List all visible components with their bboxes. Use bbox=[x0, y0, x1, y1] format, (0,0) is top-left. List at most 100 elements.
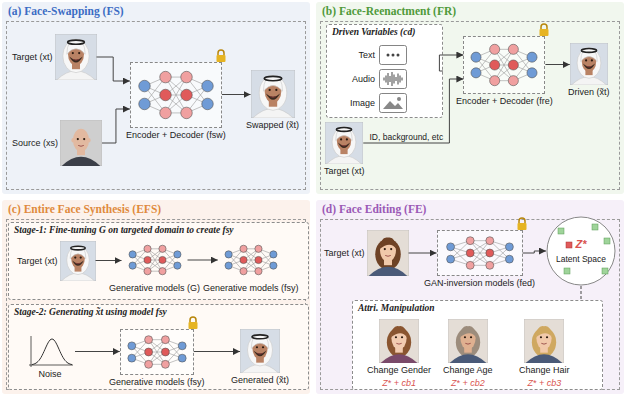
mouth bbox=[542, 343, 547, 345]
agal-band bbox=[67, 40, 84, 44]
eye bbox=[74, 257, 76, 259]
arrow-connector bbox=[75, 351, 120, 352]
net-unit bbox=[225, 262, 232, 269]
photo-ground bbox=[60, 241, 96, 281]
net-unit bbox=[485, 237, 493, 245]
net-unit bbox=[509, 44, 519, 54]
image-label: Target (xt) bbox=[17, 256, 58, 267]
latent-point bbox=[602, 268, 608, 274]
arrow-connector bbox=[409, 253, 437, 254]
lock-shackle bbox=[190, 317, 196, 322]
latent-point bbox=[558, 228, 564, 234]
net-unit bbox=[446, 243, 454, 251]
model-frame bbox=[463, 36, 545, 94]
face-image-node: Source (xs) bbox=[12, 120, 102, 166]
net-unit bbox=[490, 76, 500, 86]
headdress-top bbox=[66, 39, 84, 54]
lock-icon bbox=[215, 49, 227, 62]
mouth bbox=[270, 96, 276, 98]
model-box: Encoder + Decoder (fsw) bbox=[126, 62, 226, 141]
group-heading: Attri. Manipulation bbox=[358, 303, 602, 314]
fringe bbox=[391, 326, 407, 337]
eye bbox=[346, 138, 348, 140]
panel-title: (c) Entire Face Synthesis (EFS) bbox=[8, 203, 310, 217]
arrow-connector bbox=[363, 79, 463, 143]
eye bbox=[464, 336, 466, 338]
photo-ground bbox=[448, 319, 488, 363]
net-unit bbox=[161, 360, 169, 368]
photo-ground bbox=[570, 43, 608, 85]
photo-ground bbox=[524, 319, 564, 363]
net-unit bbox=[144, 348, 152, 356]
headdress-top bbox=[251, 334, 268, 348]
net-unit bbox=[158, 268, 165, 275]
face-image-node: Target (xt) bbox=[324, 122, 365, 177]
face-photo bbox=[240, 329, 280, 373]
model-label: Encoder + Decoder (fre) bbox=[456, 96, 553, 107]
net-unit bbox=[181, 89, 193, 101]
net-unit bbox=[527, 68, 537, 78]
net-unit bbox=[509, 60, 519, 70]
latent-code bbox=[566, 242, 572, 248]
lock-body bbox=[540, 29, 549, 36]
lock-icon bbox=[538, 23, 550, 36]
model-box: GAN-inversion models (fed) bbox=[424, 230, 535, 289]
face bbox=[73, 129, 89, 152]
face-image-node: Target (xt) bbox=[17, 241, 96, 281]
lock-body bbox=[517, 223, 526, 230]
net-unit bbox=[158, 256, 165, 263]
headdress-top bbox=[70, 246, 86, 259]
text-dot bbox=[392, 54, 395, 57]
net-unit bbox=[178, 354, 186, 362]
face-image-node: Change HairZ* + cb3 bbox=[519, 319, 570, 389]
panel-title: (a) Face-Swapping (FS) bbox=[8, 5, 310, 19]
net-unit bbox=[160, 107, 172, 119]
arrow-connector bbox=[439, 55, 463, 71]
network-icon bbox=[131, 63, 221, 127]
lock-icon bbox=[516, 217, 528, 230]
beard bbox=[69, 57, 83, 63]
net-unit bbox=[485, 261, 493, 269]
lock-shackle bbox=[218, 50, 224, 55]
group-heading: Stage-2: Generating x̃t using model fsy bbox=[14, 307, 308, 318]
network-icon bbox=[464, 37, 544, 93]
eye bbox=[262, 346, 264, 348]
network-icon bbox=[123, 240, 187, 280]
net-unit bbox=[255, 256, 262, 263]
fringe bbox=[379, 237, 396, 249]
noise-icon bbox=[25, 333, 75, 369]
shoulders bbox=[62, 157, 101, 166]
arrow-connector bbox=[581, 286, 582, 300]
model-label: Generative models (fsy) bbox=[109, 377, 205, 388]
eye bbox=[540, 336, 542, 338]
section-panel: (b) Face-Reenactment (FR)Driven Variable… bbox=[316, 2, 624, 194]
text-dot bbox=[397, 54, 400, 57]
face-photo bbox=[60, 120, 102, 166]
net-unit bbox=[240, 256, 247, 263]
edge-label: ID, background, etc bbox=[368, 132, 444, 142]
network-icon bbox=[219, 240, 283, 280]
face-image-node: Change GenderZ* + cb1 bbox=[367, 319, 431, 389]
arrow-connector bbox=[188, 260, 218, 261]
face-photo bbox=[448, 319, 488, 363]
net-unit bbox=[139, 98, 151, 110]
eye bbox=[77, 138, 79, 140]
headdress-top bbox=[580, 48, 597, 62]
model-label: Encoder + Decoder (fsw) bbox=[126, 130, 226, 141]
net-unit bbox=[161, 348, 169, 356]
fringe bbox=[460, 326, 476, 337]
face-photo bbox=[379, 319, 419, 363]
eye bbox=[395, 336, 397, 338]
net-unit bbox=[466, 249, 474, 257]
photo-ground bbox=[240, 329, 280, 373]
eye bbox=[275, 89, 277, 91]
headdress bbox=[247, 334, 272, 366]
model-frame bbox=[218, 239, 284, 281]
headdress bbox=[62, 39, 88, 72]
net-unit bbox=[129, 262, 136, 269]
image-label: Target (xt) bbox=[324, 248, 365, 259]
lock-shackle bbox=[519, 218, 525, 223]
net-unit bbox=[202, 98, 214, 110]
